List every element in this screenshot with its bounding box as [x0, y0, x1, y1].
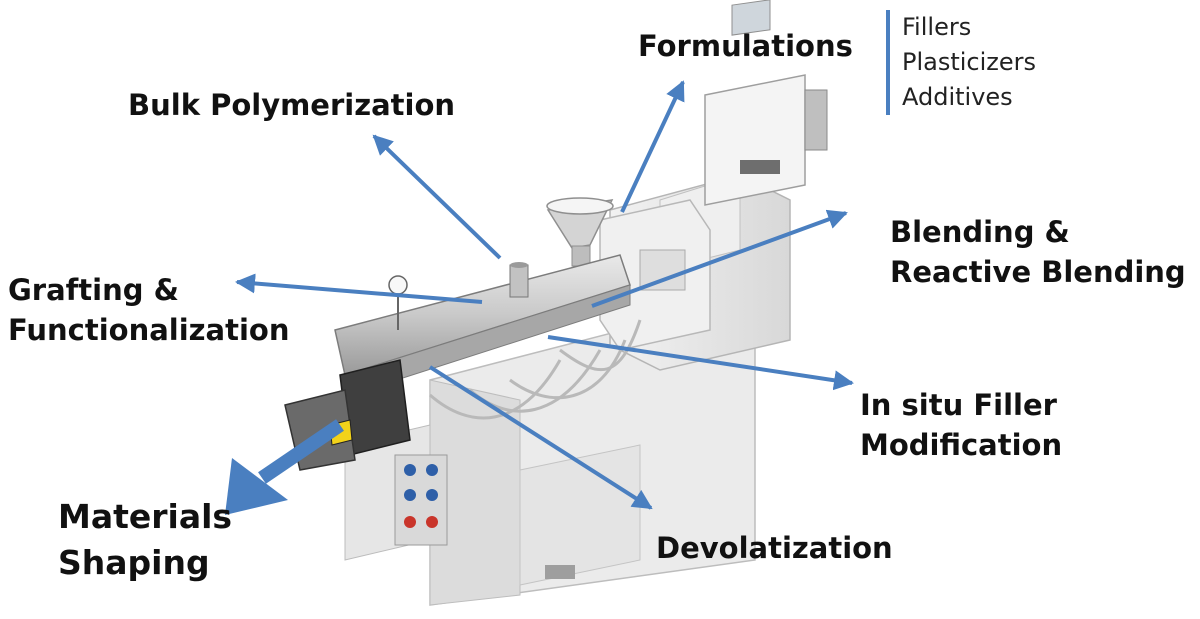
arrow-in-situ-icon [547, 335, 854, 391]
formulation-item: Fillers [902, 13, 972, 41]
label-formulations: Formulations [638, 29, 853, 63]
label-blending: Blending & Reactive Blending [890, 215, 1186, 289]
arrow-materials-shaping-icon [225, 419, 344, 515]
arrow-grafting-icon [235, 273, 483, 304]
formulation-items-list: Fillers Plasticizers Additives [886, 10, 1036, 115]
arrow-bulk-polymerization-icon [372, 134, 502, 260]
label-grafting: Grafting & Functionalization [8, 273, 290, 347]
label-materials-shaping: Materials Shaping [58, 497, 233, 582]
extruder-machine-icon [284, 0, 828, 606]
formulation-item: Plasticizers [902, 48, 1037, 76]
arrow-blending-icon [591, 209, 848, 308]
label-devolatization: Devolatization [656, 531, 893, 565]
arrow-devolatization-icon [428, 365, 653, 510]
process-arrows [235, 80, 854, 510]
label-in-situ-filler: In situ Filler Modification [860, 388, 1063, 462]
label-bulk-polymerization: Bulk Polymerization [128, 88, 456, 122]
arrow-formulations-icon [620, 80, 685, 213]
formulation-item: Additives [902, 83, 1013, 111]
